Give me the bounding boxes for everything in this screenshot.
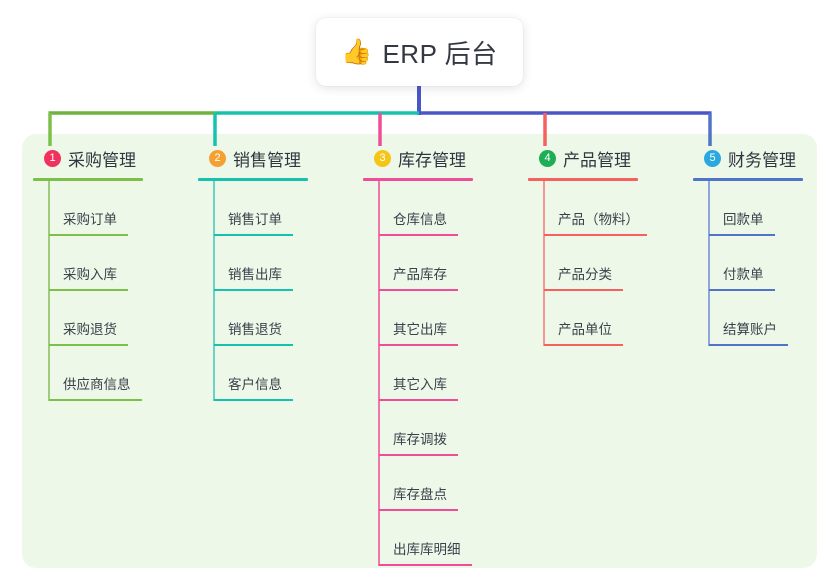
- column-header-rule: [363, 178, 473, 181]
- column-header[interactable]: 3 库存管理: [363, 145, 473, 171]
- list-item-label: 产品（物料）: [558, 212, 639, 227]
- column-title: 销售管理: [233, 150, 301, 170]
- list-item[interactable]: 供应商信息: [33, 346, 143, 401]
- column-header-rule: [33, 178, 143, 181]
- column-items: 采购订单采购入库采购退货供应商信息: [33, 181, 143, 401]
- list-item-rule: [214, 234, 293, 236]
- list-item-rule: [544, 289, 623, 291]
- list-item-rule: [379, 289, 458, 291]
- list-item-rule: [709, 234, 775, 236]
- list-item[interactable]: 采购入库: [33, 236, 143, 291]
- list-item-rule: [49, 289, 128, 291]
- branches-panel: [22, 134, 817, 568]
- column-index-badge: 1: [44, 149, 61, 167]
- list-item[interactable]: 产品（物料）: [528, 181, 647, 236]
- root-title: ERP 后台: [382, 38, 498, 69]
- list-item-label: 库存调拨: [393, 432, 447, 447]
- column-items: 回款单付款单结算账户: [693, 181, 803, 346]
- list-item[interactable]: 销售订单: [198, 181, 308, 236]
- column-index-badge: 4: [539, 149, 556, 167]
- list-item[interactable]: 客户信息: [198, 346, 308, 401]
- column-index-badge: 2: [209, 149, 226, 167]
- thumbs-up-icon: 👍: [341, 37, 373, 66]
- list-item-label: 销售退货: [228, 322, 282, 337]
- column-销售管理: 2 销售管理销售订单销售出库销售退货客户信息: [198, 145, 308, 401]
- list-item-label: 供应商信息: [63, 377, 131, 392]
- list-item-label: 其它入库: [393, 377, 447, 392]
- column-header[interactable]: 2 销售管理: [198, 145, 308, 171]
- list-item-rule: [214, 344, 293, 346]
- column-items: 仓库信息产品库存其它出库其它入库库存调拨库存盘点出库库明细: [363, 181, 473, 566]
- column-header[interactable]: 1 采购管理: [33, 145, 143, 171]
- list-item[interactable]: 采购退货: [33, 291, 143, 346]
- column-title: 库存管理: [398, 150, 466, 170]
- list-item-label: 回款单: [723, 212, 764, 227]
- list-item-rule: [49, 344, 128, 346]
- column-财务管理: 5 财务管理回款单付款单结算账户: [693, 145, 803, 346]
- list-item-label: 付款单: [723, 267, 764, 282]
- list-item[interactable]: 回款单: [693, 181, 803, 236]
- column-产品管理: 4 产品管理产品（物料） 产品分类产品单位: [528, 145, 647, 346]
- column-库存管理: 3 库存管理仓库信息产品库存其它出库其它入库库存调拨库存盘点出库库明细: [363, 145, 473, 566]
- list-item-label: 仓库信息: [393, 212, 447, 227]
- list-item[interactable]: 产品单位: [528, 291, 638, 346]
- list-item-rule: [379, 509, 458, 511]
- list-item[interactable]: 库存盘点: [363, 456, 473, 511]
- column-header-rule: [198, 178, 308, 181]
- column-items: 产品（物料） 产品分类产品单位: [528, 181, 647, 346]
- list-item-label: 其它出库: [393, 322, 447, 337]
- column-header-rule: [528, 178, 638, 181]
- list-item[interactable]: 采购订单: [33, 181, 143, 236]
- list-item[interactable]: 库存调拨: [363, 401, 473, 456]
- list-item-label: 客户信息: [228, 377, 282, 392]
- list-item[interactable]: 销售退货: [198, 291, 308, 346]
- list-item-rule: [49, 234, 128, 236]
- list-item-rule: [544, 344, 623, 346]
- list-item-rule: [544, 234, 647, 236]
- root-node[interactable]: 👍 ERP 后台: [316, 18, 523, 86]
- list-item-rule: [379, 454, 458, 456]
- list-item-rule: [379, 399, 458, 401]
- column-title: 产品管理: [563, 150, 631, 170]
- list-item-label: 采购订单: [63, 212, 117, 227]
- list-item-rule: [379, 344, 458, 346]
- column-title: 财务管理: [728, 150, 796, 170]
- list-item[interactable]: 产品库存: [363, 236, 473, 291]
- column-index-badge: 5: [704, 149, 721, 167]
- column-title: 采购管理: [68, 150, 136, 170]
- list-item[interactable]: 其它入库: [363, 346, 473, 401]
- list-item[interactable]: 仓库信息: [363, 181, 473, 236]
- list-item-label: 销售订单: [228, 212, 282, 227]
- list-item[interactable]: 其它出库: [363, 291, 473, 346]
- list-item-rule: [379, 234, 458, 236]
- list-item-label: 库存盘点: [393, 487, 447, 502]
- list-item[interactable]: 出库库明细: [363, 511, 473, 566]
- list-item-rule: [709, 289, 775, 291]
- column-items: 销售订单销售出库销售退货客户信息: [198, 181, 308, 401]
- list-item-rule: [379, 564, 472, 566]
- list-item-label: 产品库存: [393, 267, 447, 282]
- list-item[interactable]: 销售出库: [198, 236, 308, 291]
- list-item-rule: [214, 289, 293, 291]
- list-item[interactable]: 产品分类: [528, 236, 638, 291]
- list-item-label: 采购入库: [63, 267, 117, 282]
- column-header[interactable]: 4 产品管理: [528, 145, 638, 171]
- list-item-label: 出库库明细: [393, 542, 461, 557]
- column-采购管理: 1 采购管理采购订单采购入库采购退货供应商信息: [33, 145, 143, 401]
- list-item-label: 结算账户: [723, 322, 777, 337]
- list-item-rule: [49, 399, 142, 401]
- list-item[interactable]: 结算账户: [693, 291, 803, 346]
- column-index-badge: 3: [374, 149, 391, 167]
- list-item[interactable]: 付款单: [693, 236, 803, 291]
- column-header[interactable]: 5 财务管理: [693, 145, 803, 171]
- list-item-label: 销售出库: [228, 267, 282, 282]
- list-item-label: 采购退货: [63, 322, 117, 337]
- list-item-label: 产品分类: [558, 267, 612, 282]
- list-item-label: 产品单位: [558, 322, 612, 337]
- list-item-rule: [214, 399, 293, 401]
- column-header-rule: [693, 178, 803, 181]
- list-item-rule: [709, 344, 788, 346]
